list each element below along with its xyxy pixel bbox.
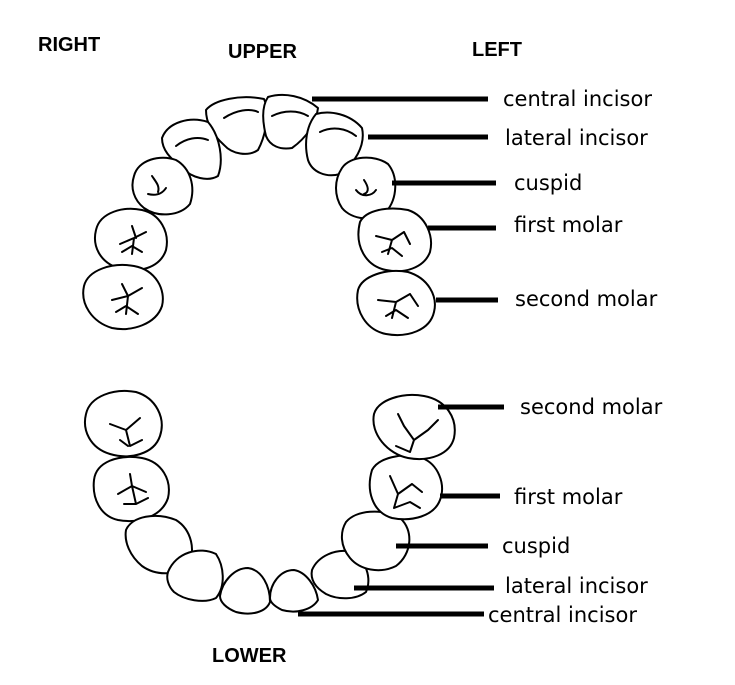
lower-right-central-incisor: [219, 567, 271, 615]
label-upper-second-molar: second molar: [515, 287, 658, 311]
lower-left-cuspid: [340, 510, 411, 572]
lower-left-central-incisor: [269, 569, 319, 613]
label-lower-lateral-incisor: lateral incisor: [505, 574, 648, 598]
lower-right-first-molar: [92, 456, 170, 522]
lower-right-lateral-incisor: [166, 549, 224, 602]
lower-left-second-molar: [372, 394, 456, 460]
upper-arch: [82, 93, 436, 336]
label-upper-cuspid: cuspid: [514, 171, 582, 195]
label-lower-central-incisor: central incisor: [488, 603, 637, 627]
upper-leader-lines: [312, 96, 498, 303]
upper-right-second-molar: [82, 264, 164, 330]
upper-left-first-molar: [357, 207, 432, 273]
label-lower-first-molar: first molar: [514, 485, 623, 509]
lower-right-second-molar: [84, 390, 163, 458]
left-heading: LEFT: [472, 39, 522, 61]
upper-right-first-molar: [94, 207, 168, 272]
label-upper-central-incisor: central incisor: [503, 87, 652, 111]
upper-left-central-incisor: [262, 93, 319, 150]
label-upper-first-molar: first molar: [514, 213, 623, 237]
lower-heading: LOWER: [212, 645, 287, 667]
upper-right-cuspid: [131, 156, 194, 216]
lower-leader-lines: [298, 404, 504, 617]
label-lower-second-molar: second molar: [520, 395, 663, 419]
lower-left-first-molar: [368, 454, 443, 521]
upper-heading: UPPER: [228, 41, 297, 63]
label-lower-cuspid: cuspid: [502, 534, 570, 558]
upper-left-second-molar: [356, 270, 436, 336]
label-upper-lateral-incisor: lateral incisor: [505, 126, 648, 150]
right-heading: RIGHT: [38, 34, 100, 56]
lower-arch: [84, 390, 456, 615]
